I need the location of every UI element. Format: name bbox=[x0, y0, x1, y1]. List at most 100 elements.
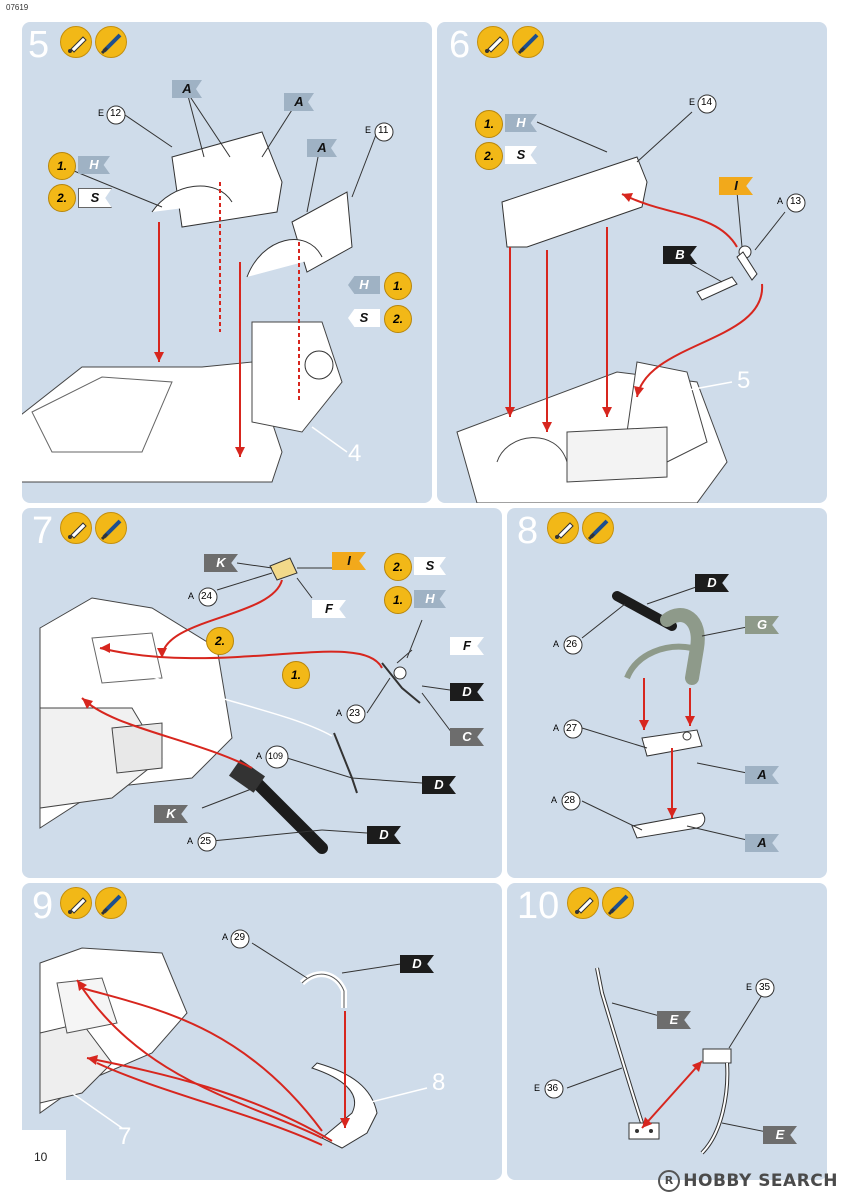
paint-flag-h: H bbox=[78, 156, 110, 174]
step-5-panel: 5 E 12 E 11 4 bbox=[22, 22, 432, 503]
paint-brush-icon bbox=[95, 26, 127, 58]
order-badge: 2. bbox=[475, 142, 503, 170]
part-number: 23 bbox=[349, 708, 361, 719]
part-number: 35 bbox=[759, 982, 771, 993]
glue-icon bbox=[60, 887, 92, 919]
paint-brush-icon bbox=[95, 887, 127, 919]
part-letter: A bbox=[777, 196, 784, 206]
step-5-number: 5 bbox=[28, 24, 50, 66]
page-number: 10 bbox=[34, 1150, 48, 1164]
order-badge: 1. bbox=[48, 152, 76, 180]
glue-icon bbox=[477, 26, 509, 58]
paint-flag-s: S bbox=[414, 557, 446, 575]
paint-flag-h: H bbox=[348, 276, 380, 294]
paint-flag-d: D bbox=[400, 955, 434, 973]
step-7-panel: 7 bbox=[22, 508, 502, 878]
part-number: 11 bbox=[378, 125, 389, 136]
order-badge: 1. bbox=[282, 661, 310, 689]
reference-step: 7 bbox=[118, 1123, 132, 1150]
paint-flag-d: D bbox=[695, 574, 729, 592]
paint-flag-s: S bbox=[505, 146, 537, 164]
paint-flag-a: A bbox=[745, 766, 779, 784]
step-7-icons bbox=[60, 512, 127, 544]
step-6-number: 6 bbox=[449, 24, 471, 66]
paint-flag-a: A bbox=[307, 139, 337, 157]
step-9-panel: 9 A 29 8 7 D bbox=[22, 883, 502, 1180]
paint-flag-k: K bbox=[154, 805, 188, 823]
part-letter: A bbox=[188, 591, 195, 601]
paint-flag-d: D bbox=[450, 683, 484, 701]
step-5-icons bbox=[60, 26, 127, 58]
part-letter: A bbox=[336, 708, 343, 718]
part-letter: A bbox=[222, 932, 229, 942]
page-number-tab bbox=[0, 1130, 66, 1200]
glue-icon bbox=[567, 887, 599, 919]
part-number: 29 bbox=[234, 932, 246, 943]
order-badge: 2. bbox=[384, 553, 412, 581]
part-number: 28 bbox=[564, 795, 576, 806]
step-10-panel: 10 E 35 E 36 E E bbox=[507, 883, 827, 1180]
part-number: 26 bbox=[566, 639, 578, 650]
paint-flag-i: I bbox=[332, 552, 366, 570]
order-badge: 1. bbox=[384, 272, 412, 300]
part-number: 109 bbox=[268, 751, 284, 761]
document-code: 07619 bbox=[6, 3, 29, 12]
paint-flag-a: A bbox=[172, 80, 202, 98]
watermark-mark: R bbox=[658, 1170, 681, 1192]
order-badge: 2. bbox=[206, 627, 234, 655]
part-number: 12 bbox=[110, 108, 122, 119]
step-7-number: 7 bbox=[32, 510, 54, 552]
part-letter: A bbox=[553, 723, 560, 733]
part-letter: E bbox=[689, 97, 696, 107]
paint-flag-f: F bbox=[450, 637, 484, 655]
part-number: 36 bbox=[547, 1083, 559, 1094]
step-6-panel: 6 E 14 A 13 5 1. H 2. bbox=[437, 22, 827, 503]
glue-icon bbox=[60, 26, 92, 58]
paint-flag-c: C bbox=[450, 728, 484, 746]
paint-flag-h: H bbox=[414, 590, 446, 608]
paint-flag-g: G bbox=[745, 616, 779, 634]
part-letter: E bbox=[534, 1083, 541, 1093]
glue-icon bbox=[60, 512, 92, 544]
paint-brush-icon bbox=[602, 887, 634, 919]
part-letter: E bbox=[365, 125, 372, 135]
paint-brush-icon bbox=[582, 512, 614, 544]
paint-flag-s: S bbox=[348, 309, 380, 327]
part-number: 27 bbox=[566, 723, 578, 734]
step-8-panel: 8 A 26 A 27 A 28 D G A A bbox=[507, 508, 827, 878]
watermark-text: HOBBY SEARCH bbox=[683, 1171, 838, 1191]
part-letter: A bbox=[553, 639, 560, 649]
part-letter: E bbox=[746, 982, 753, 992]
step-10-number: 10 bbox=[517, 885, 560, 927]
order-badge: 1. bbox=[475, 110, 503, 138]
part-letter: E bbox=[98, 108, 105, 118]
part-number: 14 bbox=[701, 97, 713, 108]
step-9-diagram bbox=[39, 929, 428, 1149]
step-8-icons bbox=[547, 512, 614, 544]
paint-brush-icon bbox=[512, 26, 544, 58]
paint-flag-d: D bbox=[422, 776, 456, 794]
paint-flag-k: K bbox=[204, 554, 238, 572]
paint-flag-d: D bbox=[367, 826, 401, 844]
glue-icon bbox=[547, 512, 579, 544]
paint-flag-f: F bbox=[312, 600, 346, 618]
step-10-diagram bbox=[544, 967, 775, 1155]
paint-flag-a: A bbox=[284, 93, 314, 111]
part-number: 25 bbox=[200, 836, 212, 847]
paint-brush-icon bbox=[95, 512, 127, 544]
step-6-diagram bbox=[456, 94, 806, 503]
reference-step: 4 bbox=[348, 440, 362, 467]
paint-flag-b: B bbox=[663, 246, 697, 264]
step-9-number: 9 bbox=[32, 885, 54, 927]
paint-flag-s: S bbox=[78, 188, 112, 208]
part-letter: A bbox=[187, 836, 194, 846]
part-letter: A bbox=[256, 751, 263, 761]
paint-flag-i: I bbox=[719, 177, 753, 195]
step-10-icons bbox=[567, 887, 634, 919]
step-8-number: 8 bbox=[517, 510, 539, 552]
order-badge: 1. bbox=[384, 586, 412, 614]
reference-step: 5 bbox=[737, 367, 751, 394]
step-6-icons bbox=[477, 26, 544, 58]
step-8-diagram bbox=[561, 584, 753, 841]
